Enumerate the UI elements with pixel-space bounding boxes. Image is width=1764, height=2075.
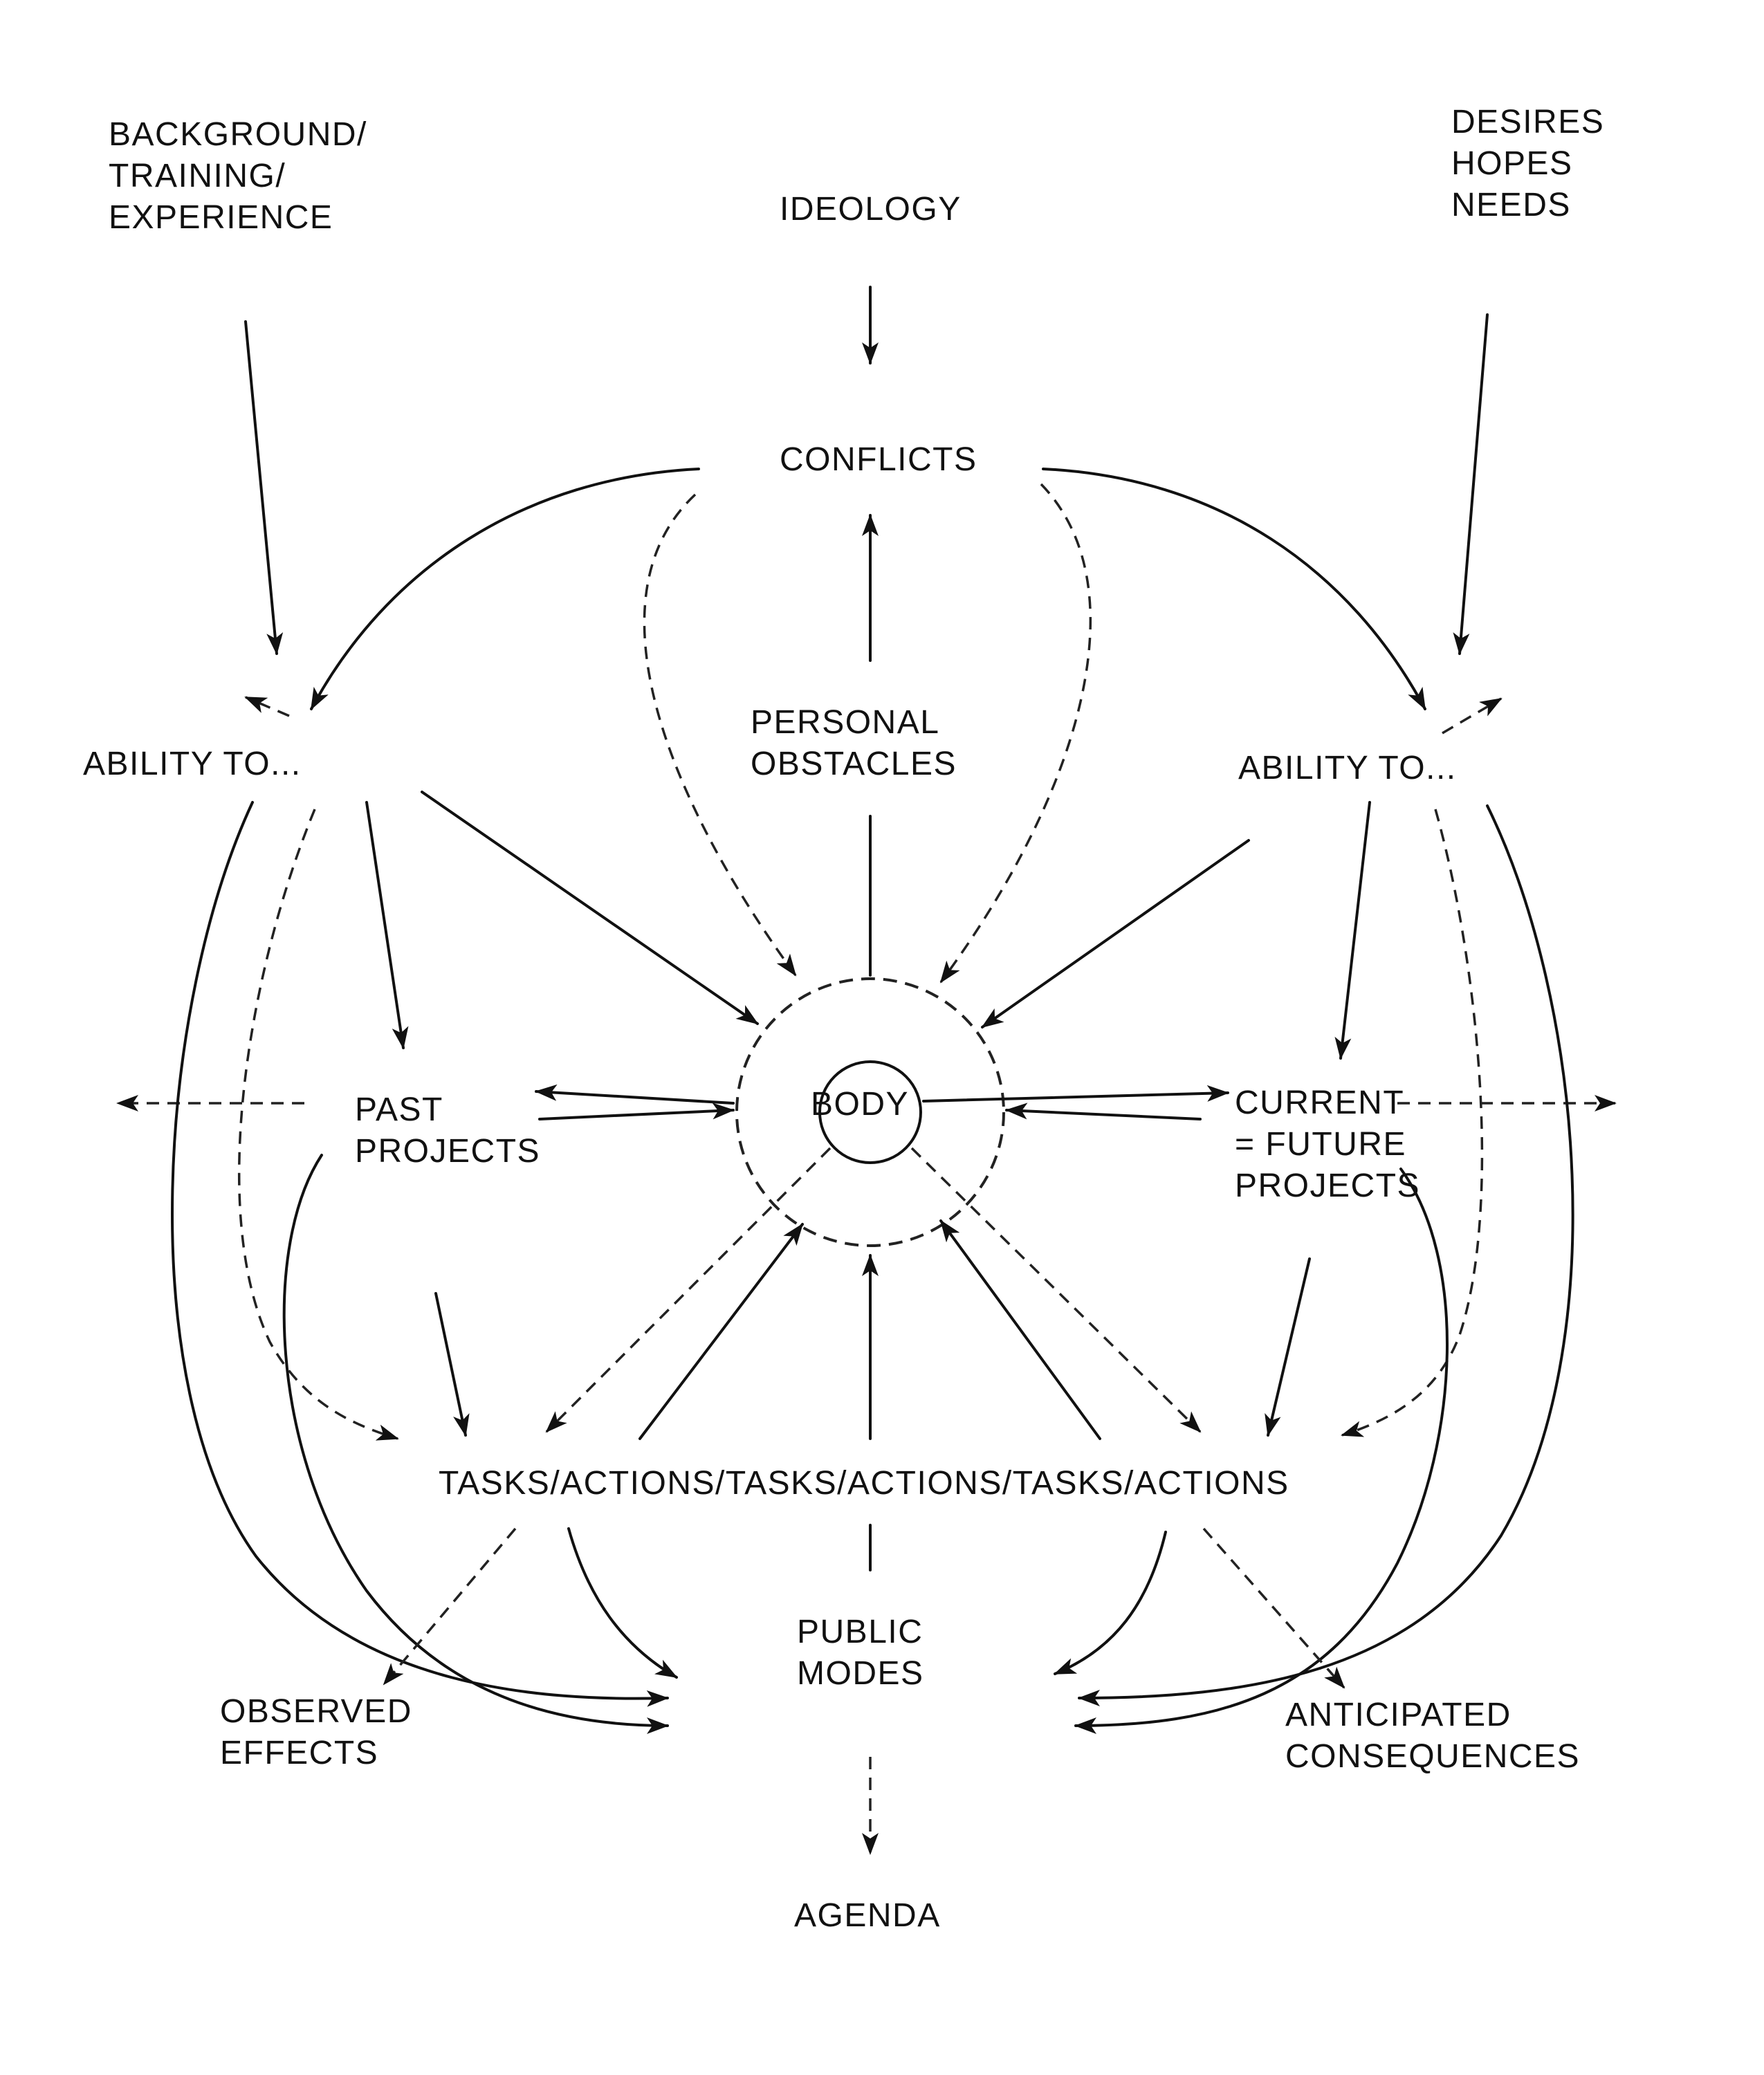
tasks-to-body-right-arrow bbox=[939, 1219, 1101, 1440]
ability-right-outer-arc-arrow bbox=[1078, 804, 1574, 1706]
tasks-to-public-modes-right-arrow bbox=[1054, 1531, 1167, 1675]
agenda-label: AGENDA bbox=[794, 1897, 941, 1934]
ability-left-dashed-arc-arrow bbox=[237, 809, 399, 1441]
conflicts-to-ability-right-arrow bbox=[1042, 468, 1426, 710]
conflicts-to-ability-left-arrow bbox=[310, 468, 700, 710]
anticipated-consequences-label: ANTICIPATED CONSEQUENCES bbox=[1285, 1697, 1580, 1775]
ideology-label: IDEOLOGY bbox=[780, 191, 962, 228]
conflicts-to-body-dashed-left-arrow bbox=[643, 493, 797, 977]
past-projects-label: PAST PROJECTS bbox=[355, 1091, 540, 1170]
ability-left-to-past-projects-arrow bbox=[365, 801, 409, 1049]
body-to-tasks-dashed-right-arrow bbox=[910, 1147, 1202, 1433]
past-projects-to-body-arrow bbox=[538, 1103, 735, 1120]
desires-to-ability-arrow bbox=[1453, 313, 1489, 655]
tasks-to-body-left-arrow bbox=[638, 1223, 804, 1440]
body-to-current-projects-arrow bbox=[922, 1085, 1229, 1103]
ability-right-to-body-arrow bbox=[981, 839, 1250, 1029]
current-projects-to-public-modes-arrow bbox=[1074, 1168, 1449, 1734]
personal-obstacles-label: PERSONAL OBSTACLES bbox=[751, 704, 957, 782]
current-projects-label: CURRENT = FUTURE PROJECTS bbox=[1235, 1085, 1420, 1204]
conflicts-to-body-dashed-right-arrow bbox=[939, 483, 1092, 984]
ability-right-dashed-arc-arrow bbox=[1341, 809, 1484, 1437]
body-label: BODY bbox=[811, 1086, 909, 1123]
tasks-to-anticipated-consequences-dashed-arrow bbox=[1202, 1527, 1345, 1689]
current-projects-to-tasks-arrow bbox=[1265, 1257, 1311, 1437]
ability-left-outer-arc-arrow bbox=[171, 801, 669, 1707]
current-projects-to-body-arrow bbox=[1005, 1103, 1202, 1120]
public-modes-label: PUBLIC MODES bbox=[797, 1614, 933, 1692]
ability-right-label: ABILITY TO... bbox=[1238, 750, 1457, 786]
body-outer-ring bbox=[735, 977, 1005, 1247]
past-projects-to-tasks-arrow bbox=[434, 1292, 470, 1437]
ability-left-label: ABILITY TO... bbox=[83, 746, 302, 782]
background-to-ability-arrow bbox=[244, 320, 284, 655]
ability-left-dashed-out-arrow bbox=[244, 696, 290, 717]
conflicts-label: CONFLICTS bbox=[780, 441, 977, 478]
body-to-tasks-dashed-left-arrow bbox=[545, 1147, 832, 1433]
desires-label: DESIRES HOPES NEEDS bbox=[1451, 104, 1615, 223]
ability-left-to-body-arrow bbox=[421, 791, 759, 1025]
observed-effects-label: OBSERVED EFFECTS bbox=[220, 1693, 423, 1771]
tasks-to-public-modes-left-arrow bbox=[567, 1527, 678, 1679]
ability-right-dashed-out-arrow bbox=[1442, 697, 1503, 735]
ability-right-to-current-projects-arrow bbox=[1334, 801, 1371, 1060]
background-label: BACKGROUND/ TRAINING/ EXPERIENCE bbox=[109, 116, 378, 236]
tasks-actions-label: TASKS/ACTIONS/TASKS/ACTIONS/TASKS/ACTION… bbox=[439, 1465, 1289, 1502]
body-to-past-projects-arrow bbox=[535, 1084, 735, 1105]
body-core-circle bbox=[818, 1060, 922, 1164]
tasks-to-observed-effects-dashed-arrow bbox=[383, 1527, 517, 1686]
past-projects-to-public-modes-arrow bbox=[282, 1154, 669, 1734]
